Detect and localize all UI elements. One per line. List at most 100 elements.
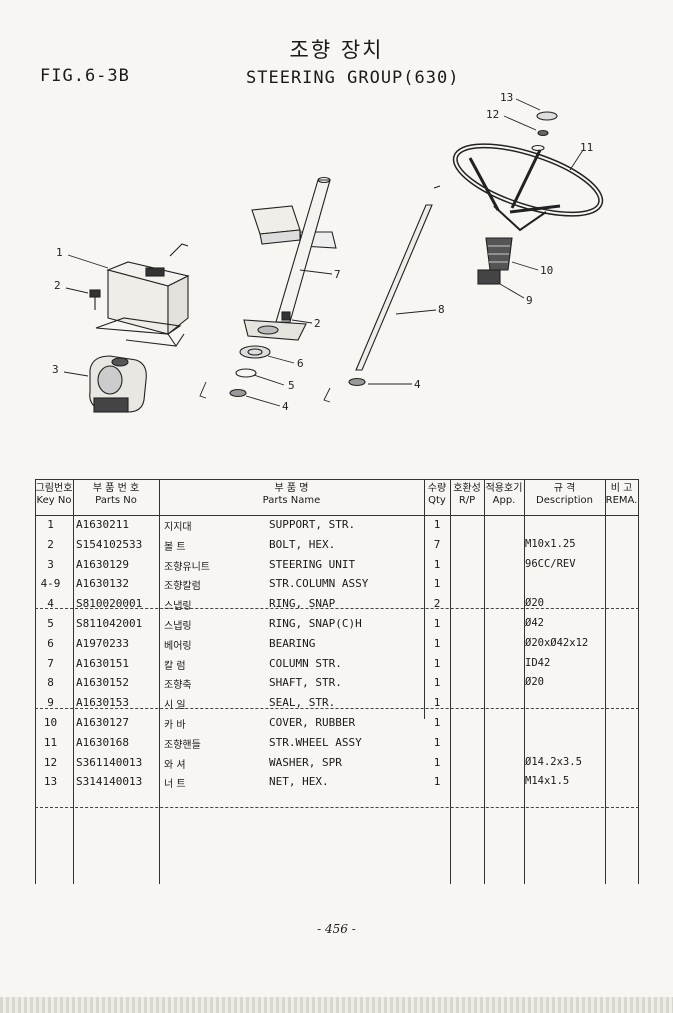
- key-cell: 7: [47, 656, 54, 670]
- korean-name-cell: 시 일: [164, 700, 186, 712]
- korean-name-cell: 조향유니트: [164, 561, 210, 573]
- rubber-cover-part: [485, 237, 513, 271]
- part-number-cell: A1630211: [76, 518, 129, 531]
- korean-name-cell: 와 셔: [164, 759, 186, 771]
- quantity-cell: 2: [433, 597, 441, 611]
- part-number-cell: A1630153: [76, 696, 129, 710]
- description-cell: Ø14.2x3.5: [525, 755, 582, 768]
- quantity-cell: 1: [433, 577, 441, 591]
- part-name-cell: STEERING UNIT: [269, 557, 356, 571]
- column-tube-part: [243, 176, 331, 341]
- callout-7: 7: [334, 268, 341, 281]
- part-name-cell: STR.COLUMN ASSY: [269, 577, 369, 591]
- seal-part: [477, 269, 501, 285]
- part-name-cell: COLUMN STR.: [269, 656, 342, 670]
- callout-10: 10: [540, 264, 553, 277]
- korean-name-cell: 스냅링: [164, 601, 192, 613]
- callout-9: 9: [526, 294, 533, 307]
- quantity-cell: 1: [433, 636, 441, 650]
- key-cell: 9: [47, 696, 54, 710]
- part-name-cell: SHAFT, STR.: [269, 676, 342, 690]
- part-number-cell: A1630127: [76, 716, 129, 729]
- bearing-part: [239, 345, 271, 359]
- quantity-cell: 1: [433, 656, 441, 670]
- quantity-cell: 1: [433, 617, 441, 630]
- page-number: - 456 -: [317, 922, 356, 936]
- callout-11: 11: [580, 141, 593, 154]
- description-cell: Ø20xØ42x12: [525, 636, 589, 649]
- nut-part: [531, 111, 558, 152]
- exploded-diagram: 1 2 3 13 12 11 7 2 6 5 4 8 4 10 9: [52, 91, 604, 413]
- korean-name-cell: 베어링: [164, 640, 192, 652]
- callout-1: 1: [56, 246, 63, 259]
- korean-name-cell: 조향핸들: [164, 739, 201, 751]
- key-cell: 11: [43, 735, 58, 749]
- quantity-cell: 1: [433, 676, 441, 690]
- part-number-cell: S361140013: [76, 755, 143, 769]
- key-cell: 13: [43, 775, 58, 789]
- quantity-cell: 1: [433, 557, 441, 571]
- part-number-cell: S810020001: [76, 597, 143, 611]
- korean-name-cell: 볼 트: [164, 541, 186, 553]
- key-cell: 12: [43, 755, 58, 769]
- key-cell: 4: [47, 597, 54, 611]
- part-name-cell: SEAL, STR.: [269, 696, 336, 710]
- callout-4: 4: [282, 400, 289, 413]
- key-cell: 4-9: [40, 577, 61, 591]
- part-name-cell: WASHER, SPR: [269, 755, 342, 769]
- part-number-cell: A1630152: [76, 676, 129, 690]
- quantity-cell: 1: [433, 735, 441, 749]
- steering-wheel-part: [452, 143, 604, 232]
- description-cell: M10x1.25: [525, 537, 576, 550]
- quantity-cell: 1: [433, 696, 441, 710]
- key-cell: 5: [47, 617, 54, 630]
- page-title: STEERING GROUP(630): [246, 68, 460, 88]
- callout-12: 12: [486, 108, 499, 121]
- korean-name-cell: 스냅링: [164, 621, 192, 632]
- part-name-cell: COVER, RUBBER: [269, 716, 356, 729]
- part-name-cell: STR.WHEEL ASSY: [269, 735, 362, 749]
- description-cell: ID42: [525, 656, 551, 669]
- callout-13: 13: [500, 91, 513, 104]
- part-number-cell: A1630151: [76, 656, 129, 670]
- callout-5: 5: [288, 379, 295, 392]
- part-number-cell: S314140013: [76, 775, 143, 789]
- part-number-cell: A1630168: [76, 735, 129, 749]
- description-cell: Ø42: [525, 617, 544, 629]
- page-title-korean: 조향 장치: [289, 38, 384, 62]
- callout-4b: 4: [414, 378, 421, 391]
- part-number-cell: A1630129: [76, 557, 129, 571]
- part-name-cell: RING, SNAP(C)H: [269, 617, 362, 630]
- table-row: 11 A1630168 조향핸들 STR.WHEEL ASSY 1: [35, 733, 639, 753]
- part-number-cell: S154102533: [76, 537, 143, 551]
- quantity-cell: 7: [433, 537, 441, 551]
- callout-3: 3: [52, 363, 59, 376]
- part-number-cell: S811042001: [76, 617, 143, 630]
- key-cell: 8: [47, 676, 54, 690]
- key-cell: 10: [43, 716, 58, 729]
- description-cell: M14x1.5: [525, 775, 570, 788]
- table-row: 9 A1630153 시 일 SEAL, STR. 1: [35, 693, 639, 713]
- figure-label: FIG.6-3B: [40, 66, 130, 86]
- quantity-cell: 1: [433, 775, 441, 789]
- shaft-part: [348, 185, 441, 387]
- part-number-cell: A1970233: [76, 636, 129, 650]
- korean-name-cell: 조향축: [164, 680, 192, 692]
- part-name-cell: NET, HEX.: [269, 775, 329, 789]
- key-cell: 6: [47, 636, 54, 650]
- quantity-cell: 1: [433, 716, 441, 729]
- part-name-cell: BOLT, HEX.: [269, 537, 336, 551]
